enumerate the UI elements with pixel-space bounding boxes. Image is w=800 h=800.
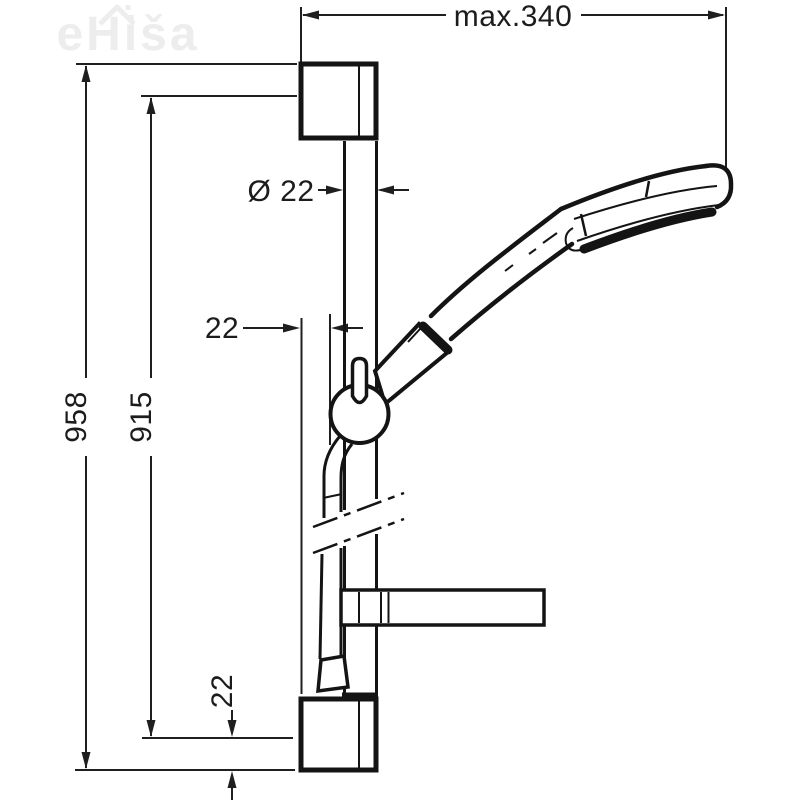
bar-height-label: 915 [125, 391, 158, 443]
dimension-max-width: max.340 [300, 0, 727, 168]
wall-offset-label: 22 [205, 312, 239, 345]
dimension-overall-height: 958 [60, 63, 297, 771]
dimension-rail-diameter: Ø 22 [247, 175, 409, 208]
hand-shower [428, 163, 734, 342]
soap-dish [339, 588, 546, 627]
rail-diameter-label: Ø 22 [247, 175, 314, 208]
dimension-bottom-offset: 22 [206, 674, 239, 800]
spray-face-edge [579, 207, 717, 254]
clamp-lever [350, 356, 369, 405]
house-icon [98, 4, 136, 26]
dimension-wall-offset: 22 [205, 312, 363, 694]
handle-top-edge [428, 206, 564, 319]
socket-rim [418, 321, 453, 355]
slider-holder [328, 321, 453, 445]
bottom-bracket [298, 692, 379, 773]
watermark-text: eHiša [56, 8, 199, 61]
shower-hose [316, 435, 354, 694]
head-end-cap [703, 163, 734, 210]
watermark: eHiša [56, 4, 199, 61]
handle-bottom-edge [448, 241, 575, 342]
top-bracket [298, 61, 379, 141]
hose-end-nut [316, 653, 350, 694]
overall-height-label: 958 [60, 391, 93, 443]
bottom-offset-label: 22 [206, 674, 239, 708]
rail-break-symbol [312, 491, 405, 555]
head-top-edge [558, 163, 709, 212]
max-width-label: max.340 [454, 0, 573, 33]
dimension-bar-height: 915 [125, 95, 297, 739]
